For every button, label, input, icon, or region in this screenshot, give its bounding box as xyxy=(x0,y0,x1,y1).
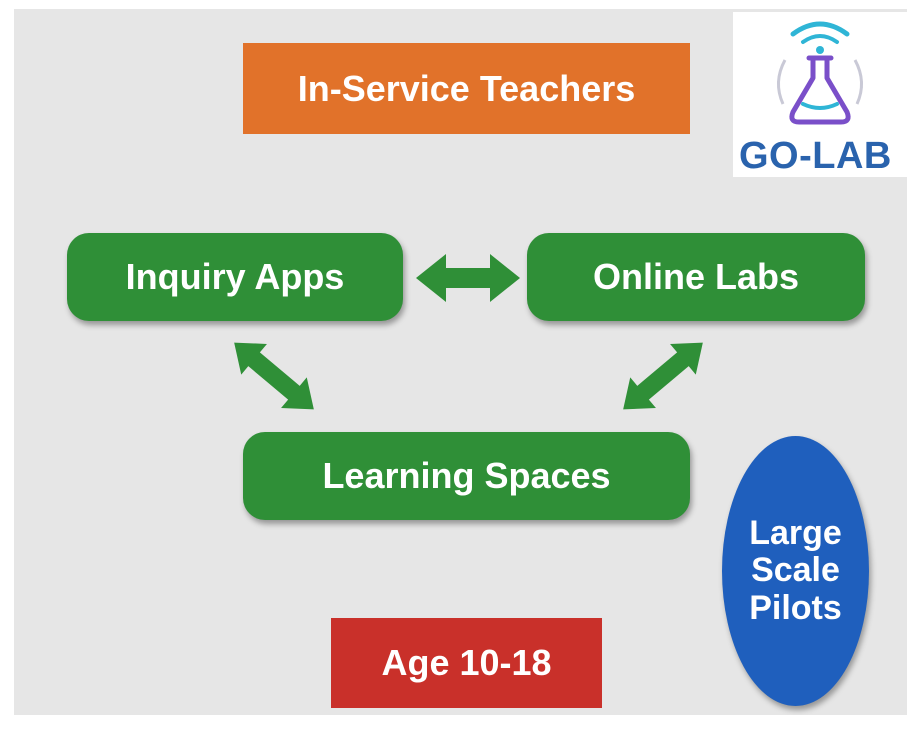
double-arrow-horizontal xyxy=(416,254,520,302)
in-service-teachers-box: In-Service Teachers xyxy=(243,43,690,134)
double-arrow-diagonal-left xyxy=(234,342,314,410)
age-range-box: Age 10-18 xyxy=(331,618,602,708)
inquiry-apps-box: Inquiry Apps xyxy=(67,233,403,321)
learning-spaces-box: Learning Spaces xyxy=(243,432,690,520)
flask-icon xyxy=(777,21,863,125)
pilots-line-2: Scale xyxy=(751,551,840,590)
double-arrow-diagonal-right xyxy=(623,342,703,410)
online-labs-box: Online Labs xyxy=(527,233,865,321)
logo-text: GO-LAB xyxy=(739,135,892,177)
pilots-line-3: Pilots xyxy=(749,588,842,627)
go-lab-logo: GO-LAB xyxy=(733,12,907,177)
slide-canvas: In-Service Teachers GO-LAB Inquiry Apps … xyxy=(14,9,907,715)
large-scale-pilots-ellipse: Large Scale Pilots xyxy=(722,436,869,706)
pilots-line-1: Large xyxy=(749,513,842,552)
